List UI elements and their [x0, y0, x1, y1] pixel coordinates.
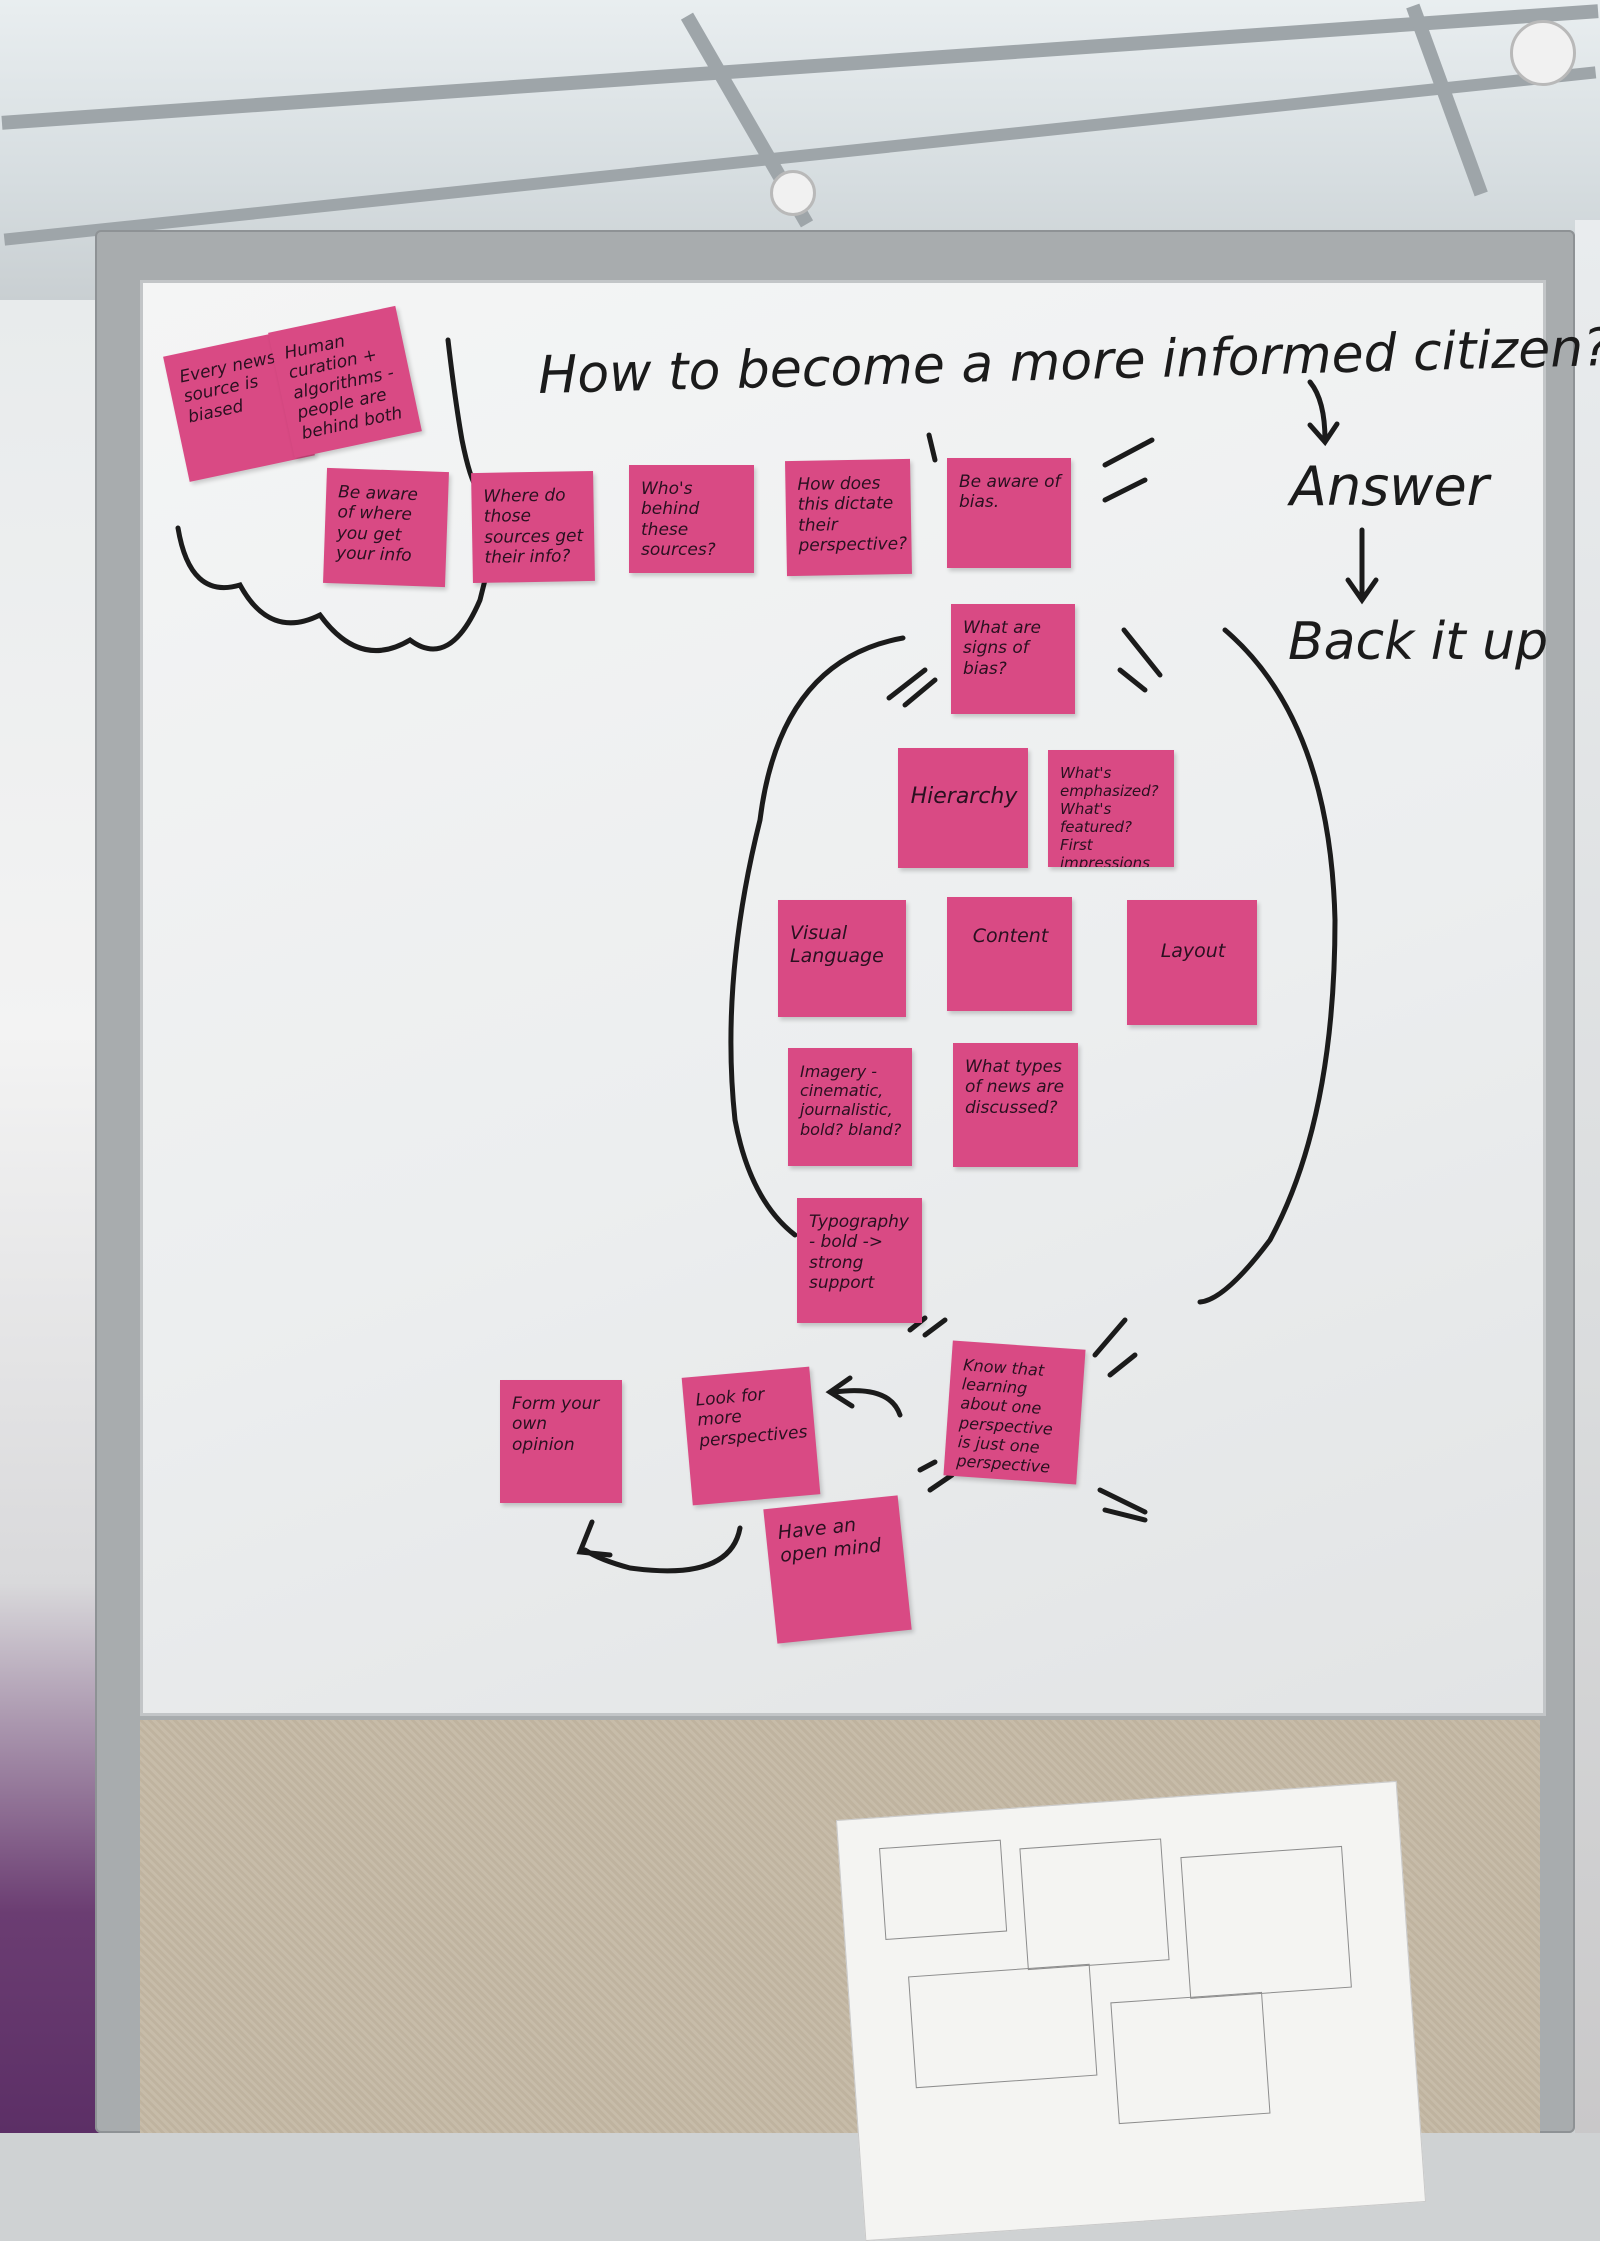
room-background-left	[0, 300, 110, 2133]
emphasis-mark	[927, 1472, 955, 1493]
back-it-up-label: Back it up	[1288, 612, 1549, 672]
arrow-head	[1307, 421, 1340, 447]
room-background-right	[1575, 220, 1600, 2133]
sticky-note-human-curation: Human curation + algorithms - people are…	[268, 305, 422, 459]
sticky-note-types-of-news: What types of news are discussed?	[953, 1043, 1078, 1167]
sticky-note-be-aware-bias: Be aware of bias.	[947, 458, 1071, 568]
answer-label: Answer	[1290, 455, 1489, 518]
sticky-note-be-aware-where: Be aware of where you get your info	[323, 467, 449, 588]
emphasis-mark	[907, 1315, 928, 1333]
bracket-line	[445, 337, 481, 493]
sticky-note-where-sources: Where do those sources get their info?	[471, 470, 595, 584]
sticky-note-imagery: Imagery - cinematic, journalistic, bold?…	[788, 1048, 912, 1166]
cloud-outline	[175, 525, 488, 654]
emphasis-mark	[1092, 1317, 1128, 1358]
sticky-note-signs-of-bias: What are signs of bias?	[951, 604, 1075, 714]
sticky-note-look-for-more: Look for more perspectives	[681, 1366, 821, 1506]
sticky-note-typography: Typography - bold -> strong support	[797, 1198, 922, 1323]
sticky-note-layout: Layout	[1127, 900, 1257, 1025]
emphasis-mark	[886, 667, 928, 701]
arrow-to-look-for-more	[832, 1388, 903, 1418]
sticky-note-form-opinion: Form your own opinion	[500, 1380, 622, 1503]
ceiling-light-icon	[770, 170, 816, 216]
emphasis-mark	[917, 1459, 938, 1473]
sticky-note-visual-language: Visual Language	[778, 900, 906, 1017]
emphasis-mark	[1121, 627, 1163, 678]
arrow-head	[1345, 577, 1379, 605]
emphasis-mark	[1117, 667, 1148, 693]
arrow-head	[576, 1519, 613, 1558]
emphasis-mark	[902, 677, 938, 708]
sticky-note-know-that: Know that learning about one perspective…	[943, 1340, 1086, 1485]
arrow-head	[825, 1375, 855, 1409]
sticky-note-content: Content	[947, 897, 1072, 1011]
security-camera-icon	[1510, 20, 1576, 86]
emphasis-mark	[922, 1317, 948, 1338]
emphasis-mark	[1102, 477, 1148, 503]
arrow-to-answer	[1307, 379, 1328, 443]
emphasis-mark	[926, 432, 938, 463]
sticky-note-open-mind: Have an open mind	[763, 1495, 912, 1644]
loop-right	[1197, 627, 1338, 1305]
emphasis-mark	[1102, 1507, 1148, 1523]
sticky-note-whos-behind: Who's behind these sources?	[629, 465, 754, 573]
loop-left	[728, 635, 906, 1238]
sticky-note-how-does-this: How does this dictate their perspective?	[785, 458, 912, 577]
emphasis-mark	[1107, 1352, 1138, 1378]
sticky-note-hierarchy: Hierarchy	[898, 748, 1028, 868]
arrow-to-form-opinion	[582, 1525, 743, 1574]
sticky-note-emphasized: What's emphasized? What's featured? Firs…	[1048, 750, 1174, 867]
emphasis-mark	[1102, 437, 1155, 468]
emphasis-mark	[1097, 1487, 1148, 1515]
